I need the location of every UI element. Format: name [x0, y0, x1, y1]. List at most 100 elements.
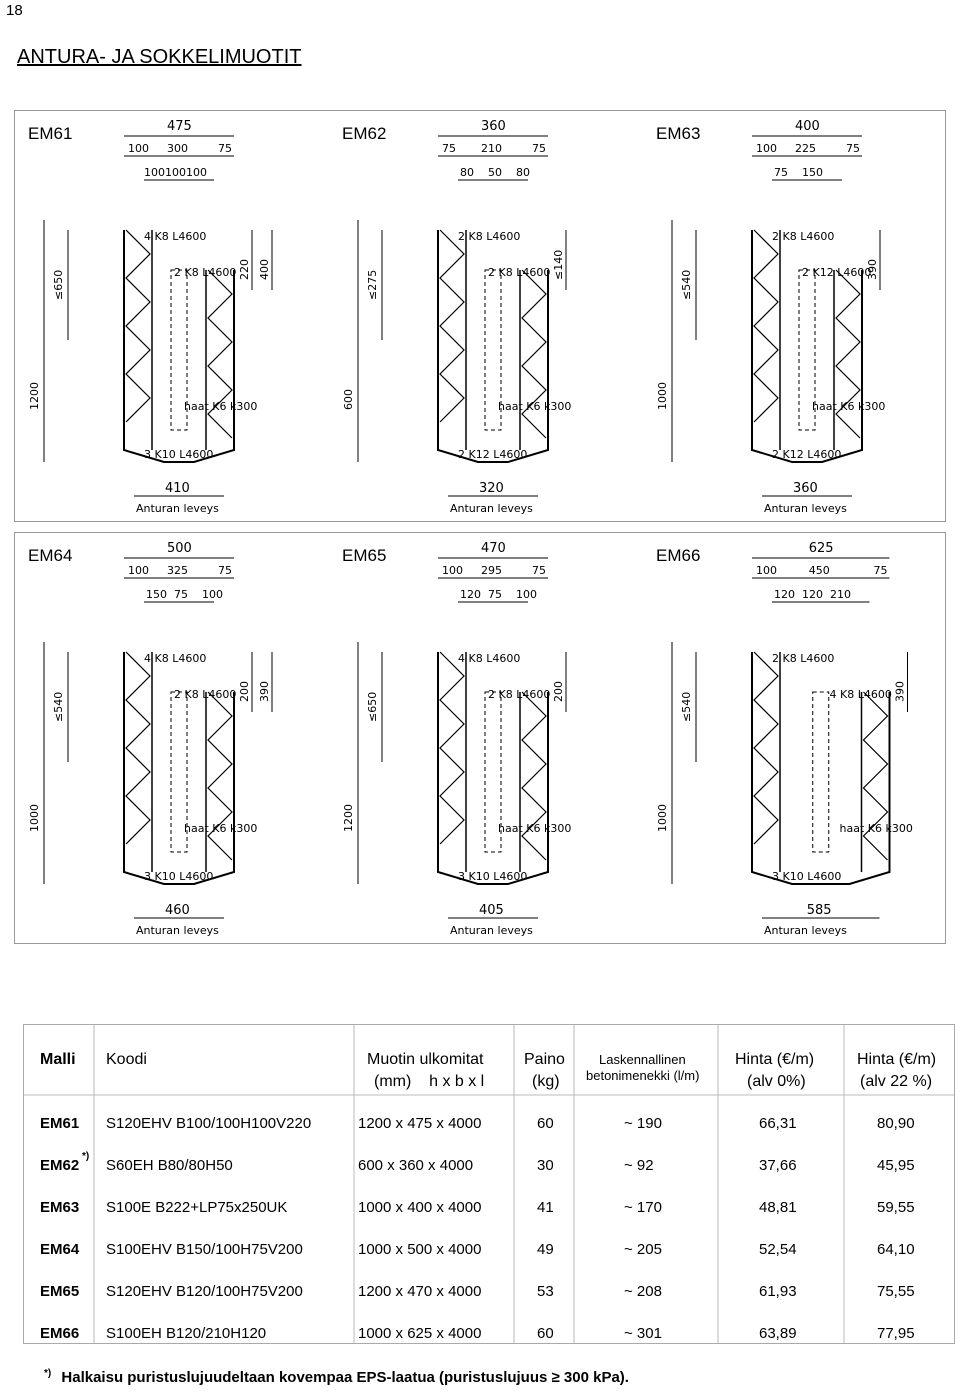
lattice-left [753, 651, 779, 845]
rebar-note: 2 K8 L4600 [488, 688, 550, 701]
rebar-note: 3 K10 L4600 [772, 870, 841, 883]
dim-part: 325 [167, 564, 188, 577]
rebar-note: 3 K10 L4600 [144, 448, 213, 461]
row-paino: 49 [537, 1241, 554, 1258]
row-koodi: S120EHV B120/100H75V200 [106, 1283, 303, 1300]
rebar-note: 2 K8 L4600 [772, 652, 834, 665]
price-table: Malli Koodi Muotin ulkomitat (mm) h x b … [23, 1024, 955, 1344]
rebar-note: 3 K10 L4600 [144, 870, 213, 883]
rebar-note: haat K6 k300 [498, 822, 571, 835]
drawings-frame-top [14, 110, 946, 522]
drawing-label: EM64 [28, 546, 73, 565]
dim-sub: 150 [146, 588, 167, 601]
row-koodi: S100EH B120/210H120 [106, 1325, 267, 1342]
dim-part: 100 [128, 564, 149, 577]
dim-depth: ≤540 [52, 692, 65, 722]
dim-depth: ≤650 [366, 692, 379, 722]
row-hinta0: 63,89 [759, 1325, 797, 1342]
row-malli: EM63 [40, 1199, 80, 1216]
dim-bottom: 585 [807, 903, 832, 918]
rebar-note: haat K6 k300 [812, 400, 885, 413]
drawings-frame-bottom [14, 532, 946, 944]
dim-bottom: 405 [479, 903, 504, 918]
dim-sub: 75 [488, 588, 502, 601]
row-malli: EM64 [40, 1241, 80, 1258]
dim-part: 100 [442, 564, 463, 577]
dim-depth: ≤540 [680, 692, 693, 722]
row-koodi: S100E B222+LP75x250UK [106, 1199, 288, 1216]
row-betoni: ~ 170 [624, 1199, 662, 1216]
rebar-note: 2 K8 L4600 [174, 688, 236, 701]
row-hinta22: 75,55 [877, 1283, 915, 1300]
lattice-left [125, 229, 151, 423]
dim-part: 75 [874, 564, 888, 577]
dim-height: 1000 [656, 382, 669, 410]
dim-part: 100 [756, 142, 777, 155]
dim-total: 470 [481, 541, 506, 556]
insulation [170, 269, 188, 431]
rebar-note: haat K6 k300 [840, 822, 913, 835]
row-mitat: 1000 x 400 x 4000 [358, 1199, 482, 1216]
row-malli: EM61 [40, 1115, 80, 1132]
dim-height: 1000 [656, 804, 669, 832]
lattice-right [207, 269, 233, 439]
dim-total: 500 [167, 541, 192, 556]
rebar-note: 4 K8 L4600 [144, 230, 206, 243]
rebar-note: 3 K10 L4600 [458, 870, 527, 883]
dim-right: 400 [258, 259, 271, 280]
dim-sub: 120 [774, 588, 795, 601]
lattice-right [207, 691, 233, 861]
rebar-note: 4 K8 L4600 [144, 652, 206, 665]
dim-depth: ≤650 [52, 270, 65, 300]
row-malli: EM65 [40, 1283, 80, 1300]
header-paino-1: Paino [524, 1051, 565, 1068]
row-mitat: 1200 x 470 x 4000 [358, 1283, 482, 1300]
insulation [484, 269, 502, 431]
form-outline [751, 230, 863, 463]
lattice-left [439, 651, 465, 845]
dim-part: 100 [128, 142, 149, 155]
dim-part: 210 [481, 142, 502, 155]
dim-right: 390 [866, 259, 879, 280]
form-outline [437, 230, 549, 463]
dim-part: 450 [809, 564, 830, 577]
row-betoni: ~ 205 [624, 1241, 662, 1258]
row-paino: 60 [537, 1115, 554, 1132]
lattice-left [753, 229, 779, 423]
insulation [170, 691, 188, 853]
dim-sub: 100 [516, 588, 537, 601]
footing-label: Anturan leveys [450, 924, 533, 937]
footing-label: Anturan leveys [764, 924, 847, 937]
row-hinta22: 59,55 [877, 1199, 915, 1216]
page-title: ANTURA- JA SOKKELIMUOTIT [17, 46, 302, 68]
rebar-note: 2 K12 L4600 [458, 448, 527, 461]
rebar-note: 2 K12 L4600 [772, 448, 841, 461]
dim-sub: 100100100 [144, 166, 207, 179]
row-hinta0: 48,81 [759, 1199, 797, 1216]
dim-part: 100 [756, 564, 777, 577]
dim-height: 1200 [28, 382, 41, 410]
drawing-label: EM66 [656, 546, 701, 565]
footing-label: Anturan leveys [136, 502, 219, 515]
footing-label: Anturan leveys [136, 924, 219, 937]
rebar-note: 2 K8 L4600 [488, 266, 550, 279]
row-betoni: ~ 208 [624, 1283, 662, 1300]
dim-part: 75 [218, 564, 232, 577]
dim-sub: 150 [802, 166, 823, 179]
dim-sub: 120 [802, 588, 823, 601]
dim-right: 220 [238, 259, 251, 280]
row-betoni: ~ 190 [624, 1115, 662, 1132]
row-mitat: 1200 x 475 x 4000 [358, 1115, 482, 1132]
rebar-note: 2 K12 L4600 [802, 266, 871, 279]
dim-sub: 80 [516, 166, 530, 179]
header-muotin-2: (mm) h x b x l [374, 1073, 485, 1090]
form-outline [123, 230, 235, 463]
rebar-note: haat K6 k300 [498, 400, 571, 413]
dim-sub: 100 [202, 588, 223, 601]
form-outline [437, 652, 549, 885]
